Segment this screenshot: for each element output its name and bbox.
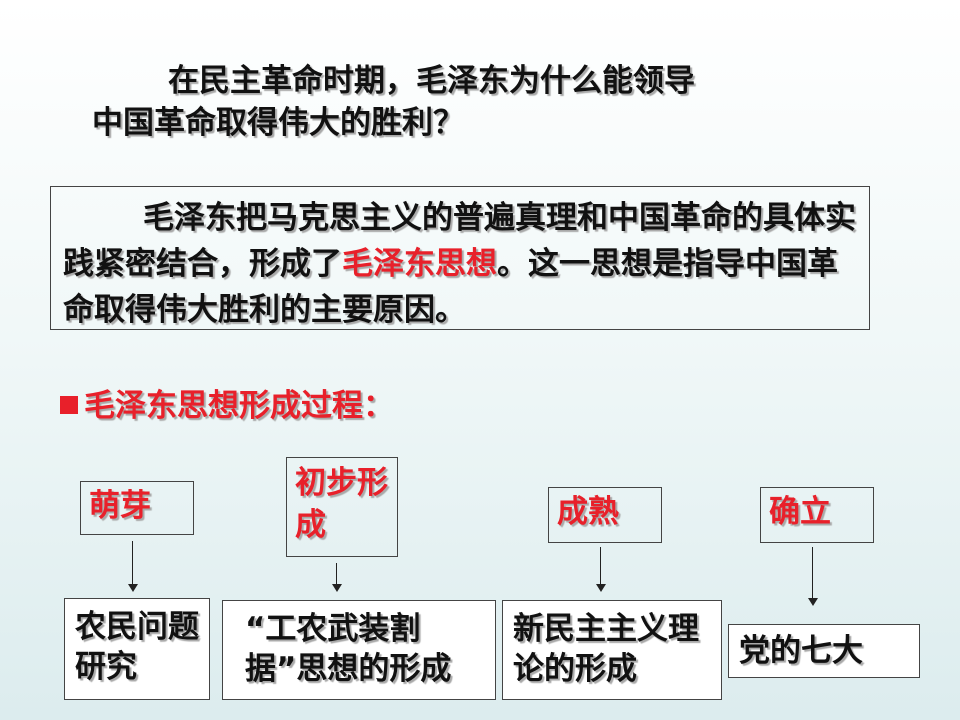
- stage-label-mature: 成熟: [548, 487, 662, 543]
- question-text: 在民主革命时期，毛泽东为什么能领导 中国革命取得伟大的胜利？: [92, 60, 852, 144]
- stage-desc-peasant-research: 农民问题研究: [64, 598, 210, 700]
- stage-desc-armed-independent-regime: “工农武装割据”思想的形成: [222, 600, 496, 700]
- stage-label-text: 萌芽: [89, 488, 151, 524]
- stage-label-initial-formation: 初步形成: [286, 457, 398, 557]
- arrow-down-icon: [807, 598, 818, 606]
- answer-highlight: 毛泽东思想: [342, 246, 497, 282]
- question-line-1: 在民主革命时期，毛泽东为什么能领导: [168, 63, 695, 99]
- stage-label-established: 确立: [760, 487, 874, 543]
- bullet-square-icon: [60, 396, 78, 414]
- arrow-line-1: [132, 541, 133, 585]
- stage-label-text: 确立: [769, 494, 831, 530]
- process-heading-text: 毛泽东思想形成过程：: [84, 388, 394, 424]
- stage-desc-text: 党的七大: [739, 633, 863, 669]
- stage-desc-text: 农民问题研究: [75, 609, 199, 685]
- stage-label-sprout: 萌芽: [80, 481, 194, 535]
- answer-box: 毛泽东把马克思主义的普遍真理和中国革命的具体实践紧密结合，形成了毛泽东思想。这一…: [50, 186, 870, 330]
- question-line-2: 中国革命取得伟大的胜利？: [92, 105, 464, 141]
- arrow-down-icon: [127, 584, 138, 592]
- answer-text-part2: 。这一思想是指导中国革命取得伟大胜利的主要原因。: [63, 246, 838, 328]
- arrow-down-icon: [331, 584, 342, 592]
- stage-desc-seventh-congress: 党的七大: [728, 624, 920, 678]
- answer-text-part1: 毛泽东把马克思主义的普遍真理和中国革命的具体实践紧密结合，形成了: [63, 200, 856, 282]
- stage-desc-new-democracy: 新民主主义理论的形成: [502, 600, 722, 700]
- arrow-line-4: [812, 547, 813, 599]
- stage-label-text: 成熟: [557, 494, 619, 530]
- stage-desc-text: “工农武装割据”思想的形成: [245, 611, 452, 687]
- arrow-line-3: [600, 547, 601, 585]
- process-heading: 毛泽东思想形成过程：: [60, 386, 394, 426]
- stage-label-text: 初步形成: [295, 465, 388, 543]
- arrow-line-2: [336, 563, 337, 585]
- stage-desc-text: 新民主主义理论的形成: [513, 611, 699, 687]
- arrow-down-icon: [595, 584, 606, 592]
